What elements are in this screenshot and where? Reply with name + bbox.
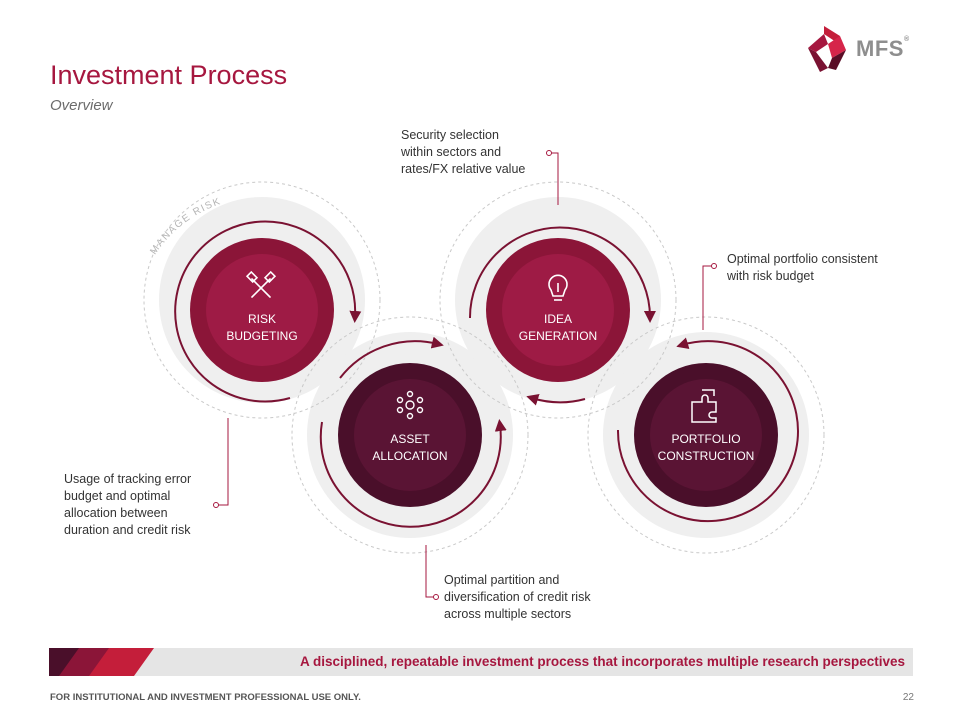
partition-leader	[425, 545, 436, 598]
idea-label-line2: GENERATION	[519, 329, 597, 343]
banner-text: A disciplined, repeatable investment pro…	[300, 654, 905, 669]
summary-banner: A disciplined, repeatable investment pro…	[49, 648, 913, 676]
node-portfolio[interactable]	[634, 363, 778, 507]
idea-arc-arrow	[468, 226, 656, 323]
asset-arc-arrow	[339, 336, 444, 379]
portfolio-label-line2: CONSTRUCTION	[658, 449, 755, 463]
risk-label-line2: BUDGETING	[226, 329, 297, 343]
idea-arc-arrow-2	[526, 394, 586, 406]
risk-arc-arrow	[174, 220, 362, 403]
page-number: 22	[902, 692, 914, 703]
optimal-portfolio-note: Optimal portfolio consistent with risk b…	[727, 252, 878, 283]
idea-label-line1: IDEA	[544, 312, 572, 326]
node-risk[interactable]	[190, 238, 334, 382]
partition-note: Optimal partition and diversification of…	[444, 573, 591, 621]
network-icon	[396, 390, 424, 420]
page-title: Investment Process	[50, 60, 288, 90]
asset-arc-arrow-2	[319, 419, 507, 528]
security-selection-note: Security selection within sectors and ra…	[401, 128, 526, 176]
tools-icon	[245, 270, 277, 298]
puzzle-icon	[691, 389, 717, 423]
node-idea[interactable]	[486, 238, 630, 382]
tracking-error-note: Usage of tracking error budget and optim…	[64, 472, 192, 537]
footer-disclaimer: FOR INSTITUTIONAL AND INVESTMENT PROFESS…	[50, 692, 361, 703]
node-asset[interactable]	[338, 363, 482, 507]
asset-label-line2: ALLOCATION	[372, 449, 447, 463]
portfolio-arc-arrow	[616, 337, 799, 523]
optimal-portfolio-leader	[702, 265, 714, 330]
dashed-rings	[143, 181, 825, 554]
asset-label-line1: ASSET	[390, 432, 430, 446]
page-subtitle: Overview	[50, 97, 113, 114]
lightbulb-icon	[548, 274, 568, 301]
risk-label-line1: RISK	[248, 312, 276, 326]
mfs-logo-icon	[808, 26, 846, 72]
tracking-error-leader	[216, 418, 229, 506]
logo-text: MFS®	[856, 36, 910, 61]
portfolio-label-line1: PORTFOLIO	[671, 432, 740, 446]
banner-decoration	[49, 648, 154, 676]
